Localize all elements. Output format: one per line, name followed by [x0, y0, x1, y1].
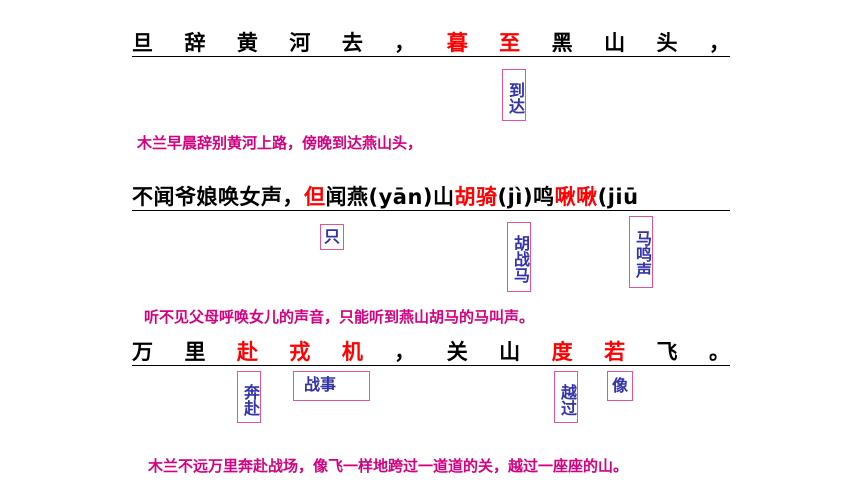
char: ，: [394, 31, 416, 55]
char: 头: [656, 31, 678, 55]
gloss-xiang: 像: [607, 371, 633, 401]
char: 里: [184, 340, 206, 364]
char: 山: [604, 31, 626, 55]
char: 黄: [236, 31, 258, 55]
phrase: 不闻爷娘唤女声，: [132, 185, 304, 209]
char: 山: [499, 340, 521, 364]
gloss-daoda: 到达: [502, 69, 526, 121]
gloss-huzhanma: 胡战马: [507, 222, 531, 292]
translation-3: 木兰不远万里奔赴战场，像飞一样地跨过一道道的关，越过一座座的山。: [148, 457, 629, 475]
char: ，: [708, 31, 730, 55]
key-phrase: 胡骑: [454, 185, 498, 209]
key-phrase: 啾啾: [554, 185, 598, 209]
gloss-zhi: 只: [320, 224, 344, 250]
char: 万: [132, 340, 153, 364]
translation-2: 听不见父母呼唤女儿的声音，只能听到燕山胡马的马叫声。: [144, 308, 535, 326]
key-char: 度: [551, 340, 573, 364]
key-char: 机: [341, 340, 363, 364]
key-char: 戎: [289, 340, 311, 364]
char: 关: [446, 340, 468, 364]
key-char: 至: [499, 31, 521, 55]
char: 旦: [132, 31, 153, 55]
char: ，: [394, 340, 416, 364]
poem-line-2: 不闻爷娘唤女声， 但 闻燕(yān)山 胡骑 (jì)鸣 啾啾 (jiū: [132, 184, 730, 211]
key-char: 赴: [236, 340, 258, 364]
char: 辞: [184, 31, 206, 55]
key-char: 但: [304, 185, 326, 209]
poem-line-1: 旦 辞 黄 河 去 ， 暮 至 黑 山 头 ，: [132, 30, 730, 57]
gloss-benfu: 奔赴: [237, 371, 261, 423]
phrase: (jì)鸣: [497, 185, 555, 209]
char: 河: [289, 31, 311, 55]
translation-1: 木兰早晨辞别黄河上路，傍晚到达燕山头，: [137, 134, 423, 152]
gloss-yueguo: 越过: [554, 371, 578, 423]
key-char: 若: [604, 340, 626, 364]
gloss-zhanshi: 战事: [293, 371, 370, 401]
char: 黑: [551, 31, 573, 55]
poem-line-3: 万 里 赴 戎 机 ， 关 山 度 若 飞 。: [132, 339, 730, 366]
phrase: 闻燕(yān)山: [325, 185, 455, 209]
key-char: 暮: [446, 31, 468, 55]
char: 去: [341, 31, 363, 55]
char: 。: [708, 340, 730, 364]
gloss-mamingsheng: 马鸣声: [629, 216, 653, 288]
char: 飞: [656, 340, 678, 364]
phrase: (jiū: [597, 185, 639, 209]
